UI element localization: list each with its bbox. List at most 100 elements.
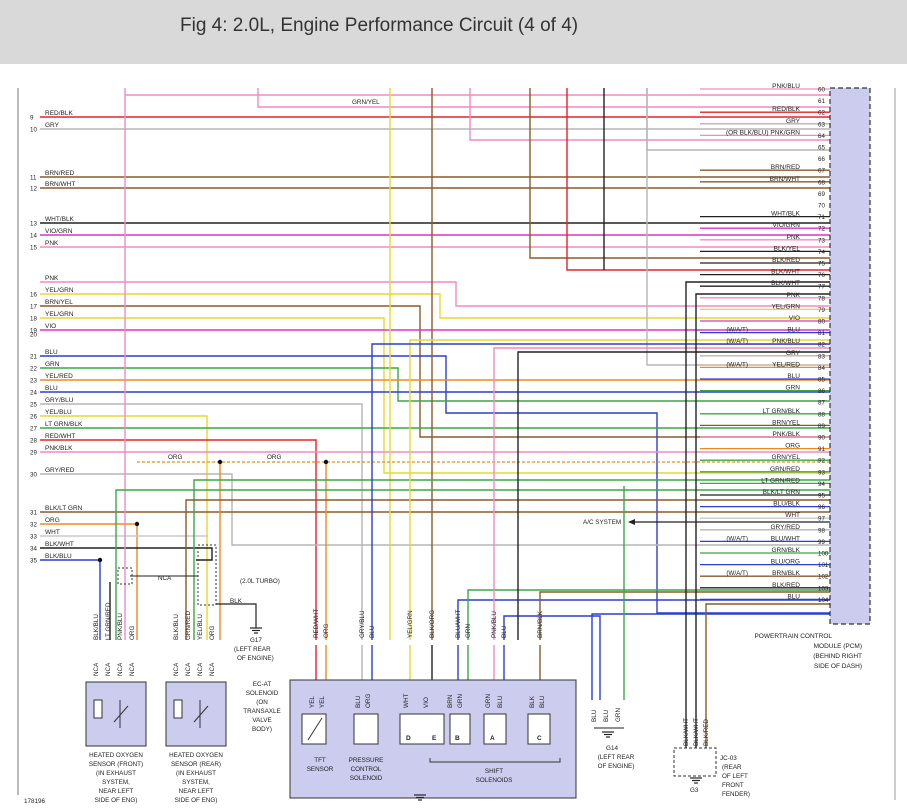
g17-ground-wire — [216, 603, 257, 628]
pcm-pin-number: 61 — [818, 98, 825, 105]
left-wire-label: YEL/GRN — [45, 287, 74, 294]
pcm-pin-number: 81 — [818, 330, 825, 337]
left-pin-number: 22 — [30, 366, 37, 373]
left-wire-label: PNK/BLK — [45, 445, 73, 452]
pcm-wire-label: GRY — [786, 118, 801, 125]
front-o2-sensor-wire-label: PNK/BLU — [117, 613, 124, 640]
left-wire-trace — [40, 293, 830, 319]
rear-o2-sensor-nca-label: NCA — [173, 662, 180, 676]
rear-o2-sensor-desc: SYSTEM, — [182, 779, 210, 786]
pcm-wire-label: WHT — [785, 512, 800, 519]
rear-o2-sensor-desc: SENSOR (REAR) — [171, 761, 221, 768]
pcm-pin-number: 90 — [818, 435, 825, 442]
left-wire-label: BLU — [45, 349, 58, 356]
ecat-wire-label: PNK/BLU — [491, 611, 498, 638]
pcm-wire-label: PNK — [787, 292, 801, 299]
pcm-wire-label: LT GRN/RED — [761, 477, 800, 484]
org-splice — [323, 459, 329, 465]
brn-blk-wire — [539, 591, 830, 640]
left-wire-label: YEL/BLU — [45, 409, 72, 416]
ac-system-label: A/C SYSTEM — [583, 519, 621, 526]
pcs-label: SOLENOID — [350, 775, 383, 782]
pcs-pin-label: BLU — [355, 695, 362, 708]
pcm-wire-label: BLU — [787, 593, 800, 600]
pcm-pin-number: 71 — [818, 214, 825, 221]
front-o2-sensor-nca-label: NCA — [117, 662, 124, 676]
ac-arrow — [628, 519, 635, 525]
grn-wire-100 — [467, 589, 830, 640]
left-wire-label: GRY/RED — [45, 467, 75, 474]
pcm-wire-note: (W/A/T) — [726, 327, 748, 334]
pcm-label: (BEHIND RIGHT — [813, 653, 862, 660]
g17-desc: OF ENGINE) — [237, 655, 274, 662]
pcm-pin-number: 99 — [818, 539, 825, 546]
yel-grn-lead — [409, 339, 830, 640]
solenoid-letter: A — [490, 735, 495, 742]
left-pin-number: 31 — [30, 510, 37, 517]
front-o2-sensor-desc: HEATED OXYGEN — [89, 752, 143, 759]
nca-label: NCA — [158, 575, 172, 582]
left-wire-label: GRY/BLU — [45, 397, 74, 404]
pcm-wire-label: BLK/RED — [772, 582, 800, 589]
component-layer — [17, 87, 896, 801]
left-wire-trace — [40, 317, 830, 474]
g3-name: G3 — [690, 787, 699, 794]
front-o2-sensor-nca-label: NCA — [105, 662, 112, 676]
blk-label: BLK — [230, 598, 243, 605]
pcm-pin-number: 95 — [818, 493, 825, 500]
g14-blu-wire — [591, 613, 830, 700]
left-wire-label: YEL/RED — [45, 373, 73, 380]
shift-pin-label: WHT — [403, 694, 410, 708]
g14-wire-label: BLU — [591, 709, 598, 722]
ecat-wire-label: YEL/GRN — [407, 610, 414, 638]
pcm-wire-label: GRN/BLK — [771, 547, 800, 554]
jc03-desc: (REAR — [722, 764, 742, 771]
left-pin-number: 12 — [30, 186, 37, 193]
pcm-wire-label: BRN/WHT — [770, 176, 800, 183]
grn-red-wire — [193, 479, 830, 640]
jc03-wire-103 — [705, 603, 830, 748]
left-pin-number: 35 — [30, 558, 37, 565]
jc03-desc: FENDER) — [722, 791, 750, 798]
pnk-blu-wire — [493, 347, 830, 640]
wiring-diagram: 9RED/BLK10GRY11BRN/RED12BRN/WHT13WHT/BLK… — [17, 83, 896, 805]
left-pin-number: 24 — [30, 390, 37, 397]
pcm-wire-label: PNK/BLU — [772, 338, 800, 345]
pcm-label: MODULE (PCM) — [814, 643, 862, 650]
pcm-wire-label: GRN/YEL — [771, 454, 800, 461]
left-wire-label: RED/WHT — [45, 433, 75, 440]
pcm-wire-label: YEL/RED — [772, 361, 800, 368]
pcm-wire-label: LT GRN/BLK — [763, 408, 801, 415]
front-o2-sensor-wire-label: ORG — [129, 626, 136, 640]
pcm-wire-label: GRY — [786, 350, 801, 357]
pcm-pin-number: 60 — [818, 87, 825, 94]
rear-o2-sensor-desc: HEATED OXYGEN — [169, 752, 223, 759]
nca-connector — [197, 544, 217, 606]
shift-pin-label: BLK — [529, 695, 536, 708]
left-pin-number: 26 — [30, 414, 37, 421]
pcm-wire-label: BLU/BLK — [773, 501, 800, 508]
pcm-wire-note: (W/A/T) — [726, 361, 748, 368]
front-o2-sensor-desc: SIDE OF ENG) — [95, 797, 138, 804]
shift-label: SHIFT — [485, 768, 503, 775]
g14-desc: (LEFT REAR — [598, 754, 635, 761]
shift-solenoid — [483, 713, 507, 745]
pcm-pin-number: 101 — [818, 562, 829, 569]
pcm-wire-label: BRN/BLK — [772, 570, 800, 577]
pcm-pin-number: 94 — [818, 481, 825, 488]
tft-label: SENSOR — [307, 766, 334, 773]
front-o2-sensor-wire-label: LT GRN/RED — [105, 602, 112, 640]
pcm-wire-label: BLK/WHT — [771, 269, 800, 276]
org-splice — [134, 521, 140, 527]
front-o2-sensor-nca-label: NCA — [129, 662, 136, 676]
front-o2-sensor-sensor-element — [113, 700, 129, 728]
brn-vertical-2 — [529, 88, 830, 259]
left-wire-label: GRY — [45, 122, 60, 129]
pcm-module — [829, 87, 871, 625]
pcm-pin-number: 100 — [818, 551, 829, 558]
g17-name: G17 — [250, 637, 262, 644]
pcm-pin-number: 67 — [818, 168, 825, 175]
rear-o2-sensor-nca-label: NCA — [209, 662, 216, 676]
rear-o2-sensor-wire-label: BLK/BLU — [173, 614, 180, 640]
left-pin-number: 25 — [30, 402, 37, 409]
